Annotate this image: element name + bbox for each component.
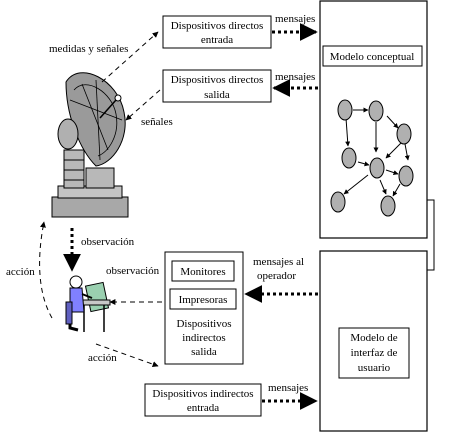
- label-observacion-2: observación: [106, 265, 160, 277]
- interface-model-line3: usuario: [358, 362, 391, 374]
- interface-model-line2: interfaz de: [351, 347, 398, 359]
- label-mensajes-3: mensajes: [268, 382, 308, 394]
- box-indirect-input-line1: Dispositivos indirectos: [152, 388, 253, 400]
- graph-node: [337, 99, 353, 121]
- graph-node: [396, 123, 412, 145]
- box-direct-output-line2: salida: [204, 89, 230, 101]
- arrow-action-operator: [95, 343, 159, 368]
- label-accion-1: acción: [6, 266, 35, 278]
- box-direct-output: Dispositivos directos salida: [162, 69, 272, 103]
- box-direct-input-line1: Dispositivos directos: [171, 20, 264, 32]
- graph-node: [380, 195, 396, 217]
- box-interface-model: Modelo de interfaz de usuario: [319, 250, 428, 432]
- graph-node: [341, 147, 357, 169]
- indirect-output-line1: Dispositivos: [176, 318, 231, 330]
- label-mensajes-1: mensajes: [275, 13, 315, 25]
- box-indirect-input-line2: entrada: [187, 402, 219, 414]
- box-indirect-output: Monitores Impresoras Dispositivos indire…: [164, 251, 244, 365]
- box-direct-output-line1: Dispositivos directos: [171, 74, 264, 86]
- satellite-antenna-icon: [51, 72, 129, 218]
- operator-icon: [65, 275, 111, 332]
- graph-node: [369, 157, 385, 179]
- graph-node: [368, 100, 384, 122]
- models-connector: [427, 199, 435, 271]
- graph-node: [330, 191, 346, 213]
- indirect-output-line3: salida: [191, 346, 217, 358]
- label-senales: señales: [141, 116, 173, 128]
- label-mensajes-operador-2: operador: [257, 270, 296, 282]
- monitores-label: Monitores: [180, 266, 225, 278]
- indirect-output-line2: indirectos: [182, 332, 225, 344]
- label-accion-2: acción: [88, 352, 117, 364]
- label-observacion-1: observación: [81, 236, 135, 248]
- box-direct-input: Dispositivos directos entrada: [162, 15, 272, 49]
- label-mensajes-2: mensajes: [275, 71, 315, 83]
- label-medidas-senales: medidas y señales: [49, 43, 128, 55]
- graph-node: [398, 165, 414, 187]
- arrow-measures-signals: [101, 31, 159, 83]
- arrow-signals: [125, 89, 161, 121]
- conceptual-graph: [330, 99, 414, 217]
- box-direct-input-line2: entrada: [201, 34, 233, 46]
- label-mensajes-operador-1: mensajes al: [253, 256, 304, 268]
- box-indirect-input: Dispositivos indirectos entrada: [144, 383, 262, 417]
- conceptual-model-title: Modelo conceptual: [330, 51, 415, 63]
- arrow-action-antenna: [39, 221, 53, 319]
- interface-model-line1: Modelo de: [350, 332, 397, 344]
- impresoras-label: Impresoras: [179, 294, 228, 306]
